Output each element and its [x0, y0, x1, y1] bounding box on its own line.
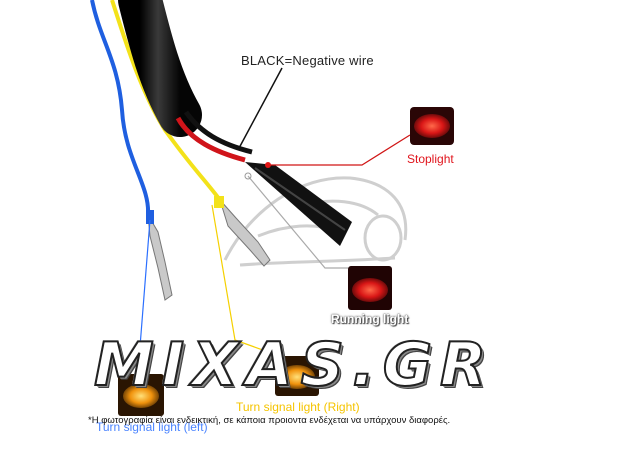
blue-terminal: [146, 210, 173, 301]
yellow-terminal: [214, 196, 271, 267]
running-callout: [247, 175, 348, 269]
watermark-logo: MIXAS.GR: [93, 330, 495, 400]
stoplight-callout: [268, 134, 411, 166]
connector: [245, 162, 352, 246]
red-wire: [175, 116, 246, 163]
blue-wire: [90, 0, 151, 216]
turn-left-thumbnail: [118, 374, 164, 416]
stoplight-label: Stoplight: [407, 152, 454, 166]
turn-right-callout: [211, 204, 286, 359]
main-cable: [118, 0, 202, 137]
negative-wire-label: BLACK=Negative wire: [241, 53, 374, 68]
negative-wire-callout: [237, 67, 283, 151]
turn-left-callout: [137, 219, 151, 373]
turn-signal-left-label: Turn signal light (left): [96, 420, 208, 434]
turn-signal-right-label: Turn signal light (Right): [236, 400, 360, 414]
black-wire: [183, 110, 253, 155]
running-light-thumbnail: [348, 266, 392, 310]
turn-right-thumbnail: [275, 356, 319, 396]
running-light-label: Running light: [331, 312, 409, 326]
stoplight-thumbnail: [410, 107, 454, 145]
disclaimer-text: *Η φωτογραφία είναι ενδεικτική, σε κάποι…: [88, 415, 451, 426]
